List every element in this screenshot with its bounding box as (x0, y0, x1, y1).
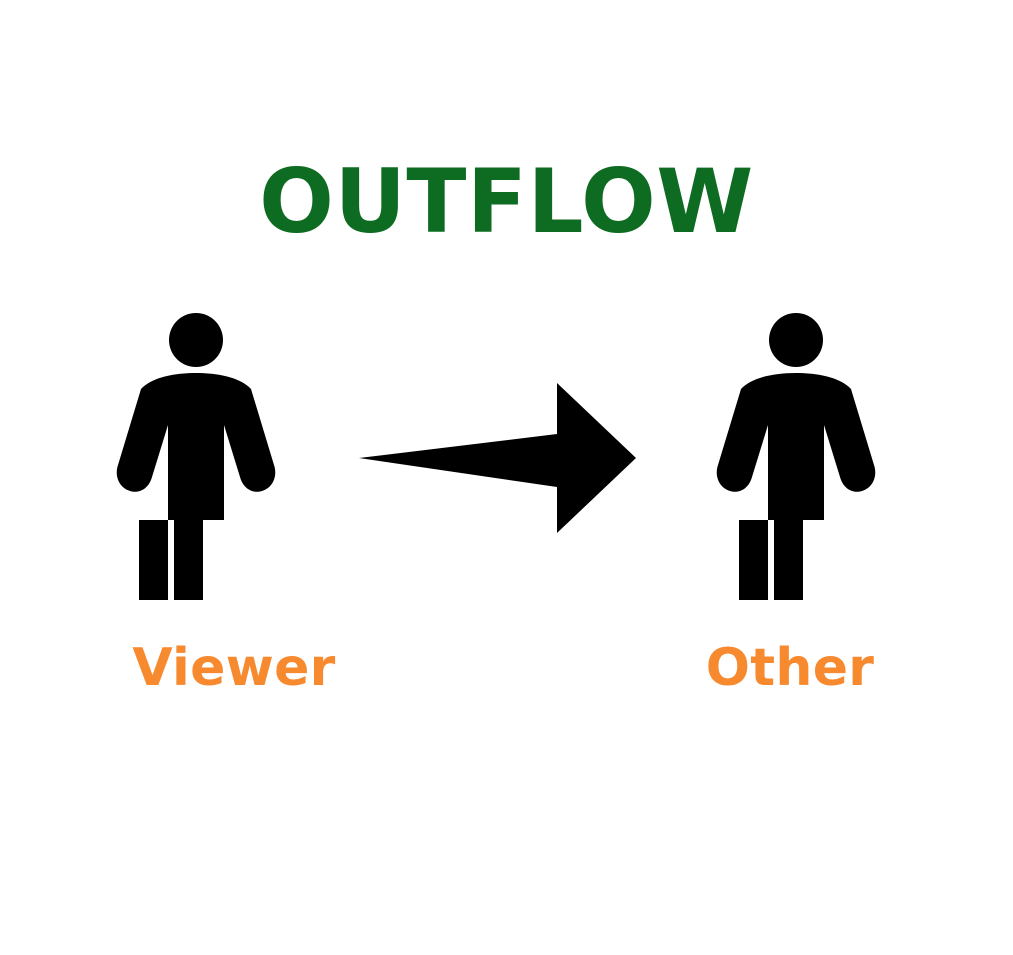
node-viewer (96, 305, 296, 610)
page-title: OUTFLOW (259, 150, 754, 253)
flow-arrow (350, 375, 645, 545)
person-icon (116, 313, 276, 600)
node-label-other: Other (705, 638, 875, 698)
person-icon (716, 313, 876, 600)
node-label-viewer: Viewer (132, 638, 336, 698)
arrow-right-icon (359, 383, 636, 533)
node-other (696, 305, 896, 610)
